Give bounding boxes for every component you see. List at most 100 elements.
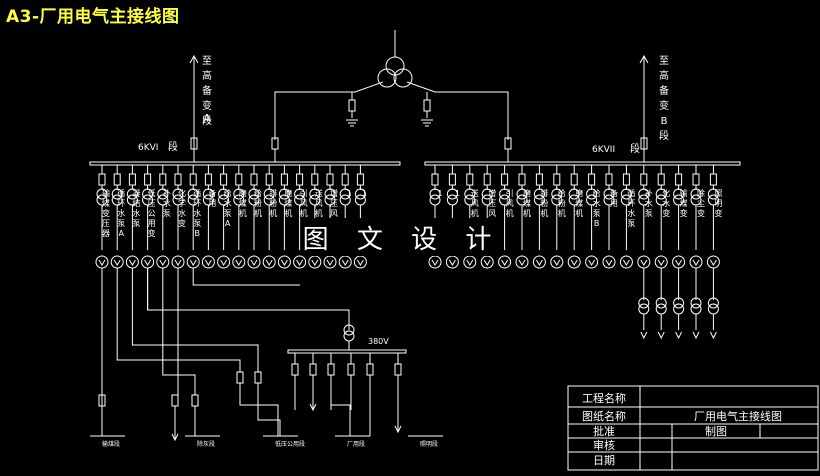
svg-text:公: 公: [148, 209, 156, 218]
ct-circle: [673, 303, 685, 315]
ct-circle: [248, 188, 260, 200]
ct-circle: [309, 194, 321, 206]
feeder-load: [602, 255, 616, 269]
title-block-frame: [567, 385, 819, 471]
ct-circle: [263, 188, 275, 200]
svg-text:压: 压: [102, 219, 110, 228]
svg-text:化: 化: [178, 188, 186, 198]
feeder-load: [262, 255, 276, 269]
svg-text:用: 用: [610, 199, 618, 208]
svg-text:机: 机: [300, 208, 308, 218]
load-circle: [463, 255, 477, 269]
feeder-load: [532, 255, 546, 269]
feeder-load: [672, 255, 686, 269]
feeder-ct: [464, 188, 476, 206]
left-feeder-label: 备用: [208, 188, 216, 208]
ct-circle: [294, 194, 306, 206]
load-section-coal: 输煤段: [102, 440, 120, 448]
feeder-ct: [157, 188, 169, 206]
ct-circle: [690, 194, 702, 206]
load-mark: [553, 259, 561, 266]
svg-text:排: 排: [269, 188, 277, 198]
feeder-load: [480, 255, 494, 269]
ct-circle: [157, 188, 169, 200]
load-circle: [654, 255, 668, 269]
load-mark: [466, 259, 474, 266]
ct-circle: [429, 194, 441, 206]
svg-text:水: 水: [117, 208, 125, 218]
review-label: 审核: [593, 438, 615, 452]
load-mark: [204, 259, 212, 266]
feeder-ct: [446, 188, 458, 206]
watermark-text: 图 文 设 计: [302, 218, 502, 256]
svg-text:1: 1: [437, 189, 442, 198]
ct-circle: [568, 194, 580, 206]
feeder-breaker: [588, 173, 596, 186]
svg-text:备: 备: [610, 188, 618, 198]
load-mark: [250, 259, 258, 266]
ct-circle: [218, 194, 230, 206]
svg-text:A: A: [225, 219, 231, 228]
feeder-breaker: [356, 173, 364, 186]
feeder-load: [247, 255, 261, 269]
bus-a-voltage-label: 6KVI: [138, 143, 158, 153]
svg-text:水: 水: [645, 198, 653, 208]
lv-arrow: [309, 403, 317, 412]
feeder-load: [217, 255, 231, 269]
feeder-breaker: [159, 173, 167, 186]
load-mark: [675, 259, 683, 266]
ct-circle: [187, 194, 199, 206]
feeder-ct: [707, 188, 719, 206]
load-circle: [602, 255, 616, 269]
svg-text:学: 学: [178, 198, 186, 208]
ground-symbol: [346, 119, 358, 127]
feeder-breaker: [535, 173, 543, 186]
svg-text:机: 机: [254, 208, 262, 218]
ct-circle: [126, 188, 138, 200]
svg-text:磨: 磨: [575, 188, 583, 198]
svg-text:B: B: [594, 219, 600, 228]
svg-text:输: 输: [102, 188, 110, 198]
feeder-load: [156, 255, 170, 269]
svg-text:粉: 粉: [540, 198, 548, 208]
svg-text:粉: 粉: [558, 198, 566, 208]
svg-text:用: 用: [148, 219, 156, 228]
ct-circle: [111, 194, 123, 206]
ct-circle: [707, 188, 719, 200]
ct-circle: [233, 194, 245, 206]
svg-text:变: 变: [102, 208, 110, 218]
load-mark: [448, 259, 456, 266]
load-mark: [640, 259, 648, 266]
right-feeder-label: 磨煤机: [523, 188, 531, 218]
svg-text:循: 循: [193, 188, 201, 198]
cable-wire: [162, 268, 196, 395]
load-mark: [622, 259, 630, 266]
right-feeder-label: 送风机: [471, 188, 479, 218]
load-circle: [125, 255, 139, 269]
feeder-load: [498, 255, 512, 269]
feeder-load: [706, 255, 720, 269]
ct-circle: [707, 194, 719, 206]
feeder-load: [277, 255, 291, 269]
feeder-breaker: [483, 173, 491, 186]
transformer-lv-wire-b: [406, 81, 509, 140]
feeder-ct: [354, 188, 366, 206]
ct-circle: [294, 188, 306, 200]
feeder-load: [515, 255, 529, 269]
svg-text:送: 送: [315, 188, 323, 198]
feeder-ct: [690, 188, 702, 206]
feeder-load: [585, 255, 599, 269]
feeder-breaker: [113, 173, 121, 186]
svg-text:煤: 煤: [102, 198, 110, 208]
ct-circle: [324, 188, 336, 200]
load-mark: [501, 259, 509, 266]
load-circle: [217, 255, 231, 269]
load-circle: [262, 255, 276, 269]
feeder-breaker: [709, 173, 717, 186]
left-feeder-label: 排粉机: [269, 188, 277, 218]
svg-text:泵: 泵: [132, 219, 140, 228]
